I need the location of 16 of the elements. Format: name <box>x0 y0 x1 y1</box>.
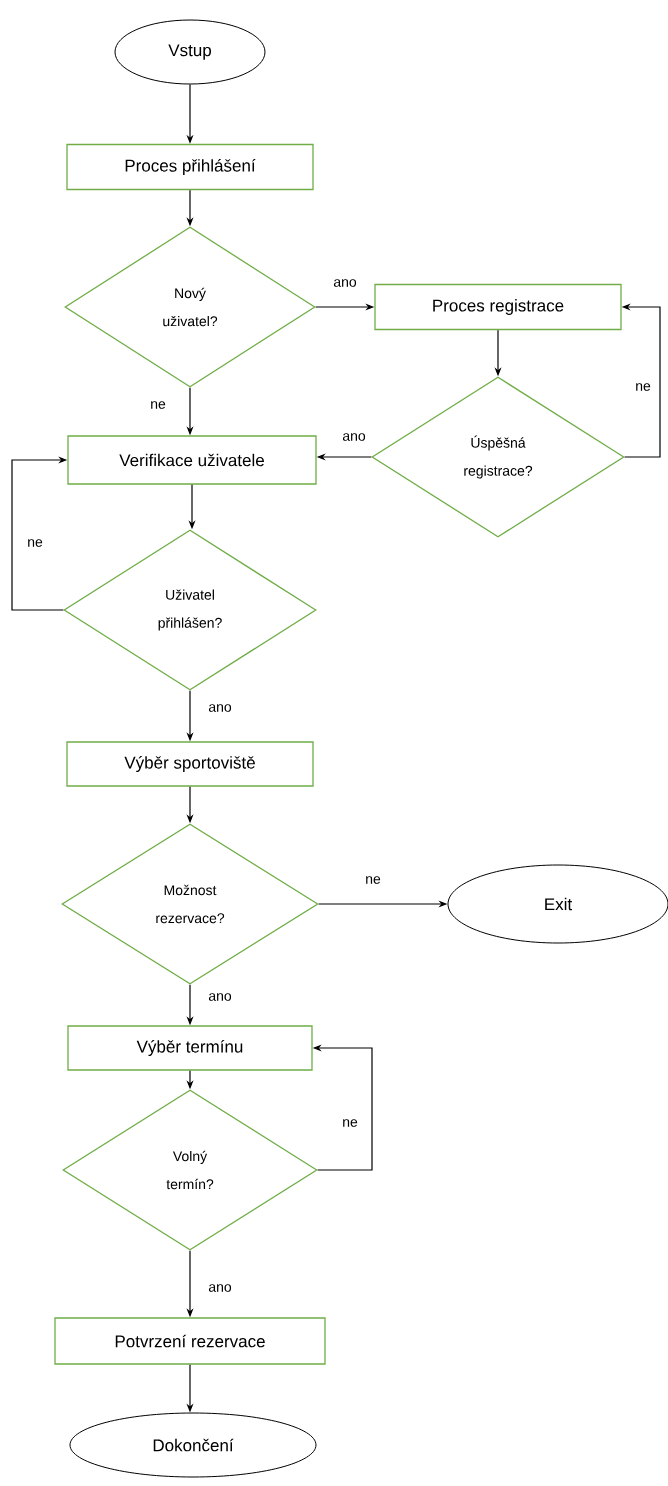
edge-label: ano <box>207 992 233 1002</box>
edge-label: ano <box>341 432 367 442</box>
process-box: Proces přihlášení <box>66 143 314 191</box>
process-box: Proces registrace <box>374 283 622 331</box>
edge-label: ne <box>634 382 652 392</box>
edge-label: ne <box>26 538 44 548</box>
edge-label: ano <box>207 1283 233 1293</box>
edge-label: ne <box>341 1118 359 1128</box>
process-box: Výběr termínu <box>67 1025 313 1071</box>
process-box: Potvrzení rezervace <box>54 1317 326 1365</box>
edge-label: ano <box>332 278 358 288</box>
edge-label: ne <box>149 400 167 410</box>
edge-label: ano <box>207 703 233 713</box>
process-box: Verifikace uživatele <box>67 435 317 485</box>
edge-label: ne <box>364 875 382 885</box>
process-box: Výběr sportoviště <box>66 741 314 787</box>
